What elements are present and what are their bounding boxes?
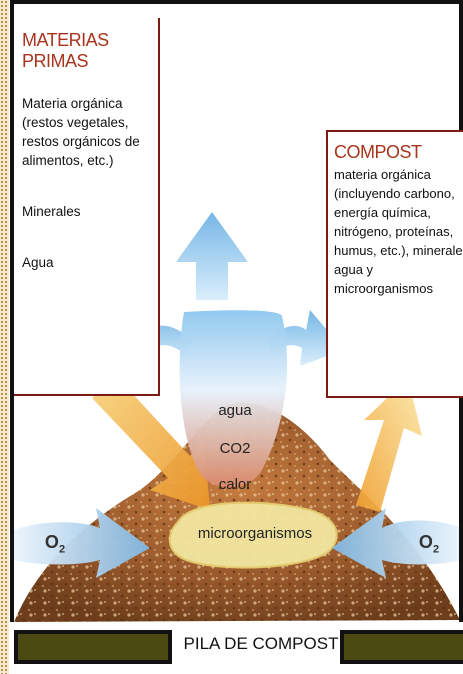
compost-line: energía química, <box>334 203 463 222</box>
footer-bar-right <box>340 630 463 664</box>
compost-box: COMPOST materia orgánica (incluyendo car… <box>326 130 463 398</box>
materias-primas-title: MATERIAS PRIMAS <box>22 30 158 72</box>
compost-text: materia orgánica (incluyendo carbono, en… <box>334 165 463 298</box>
compost-line: humus, etc.), minerales, <box>334 241 463 260</box>
agua-label: agua <box>200 402 270 419</box>
co2-label: CO2 <box>200 440 270 457</box>
materias-line: restos orgánicos de <box>22 132 158 151</box>
materias-line: Materia orgánica <box>22 94 158 113</box>
compost-line: agua y <box>334 260 463 279</box>
footer-bar-left <box>14 630 172 664</box>
materias-line: Agua <box>22 253 158 272</box>
materias-primas-box: MATERIAS PRIMAS Materia orgánica (restos… <box>14 18 160 396</box>
materias-primas-text: Materia orgánica (restos vegetales, rest… <box>22 94 158 272</box>
materias-line: alimentos, etc.) <box>22 151 158 170</box>
materias-line: (restos vegetales, <box>22 113 158 132</box>
calor-label: calor <box>200 476 270 493</box>
o2-right-label: O2 <box>412 532 446 556</box>
o2-left-label: O2 <box>38 532 72 556</box>
compost-line: (incluyendo carbono, <box>334 184 463 203</box>
compost-line: materia orgánica <box>334 165 463 184</box>
compost-line: microorganismos <box>334 279 463 298</box>
pila-de-compost-label: PILA DE COMPOST <box>180 634 342 654</box>
microorganismos-label: microorganismos <box>180 525 330 542</box>
materias-line: Minerales <box>22 202 158 221</box>
compost-line: nitrógeno, proteínas, <box>334 222 463 241</box>
compost-title: COMPOST <box>334 142 463 163</box>
